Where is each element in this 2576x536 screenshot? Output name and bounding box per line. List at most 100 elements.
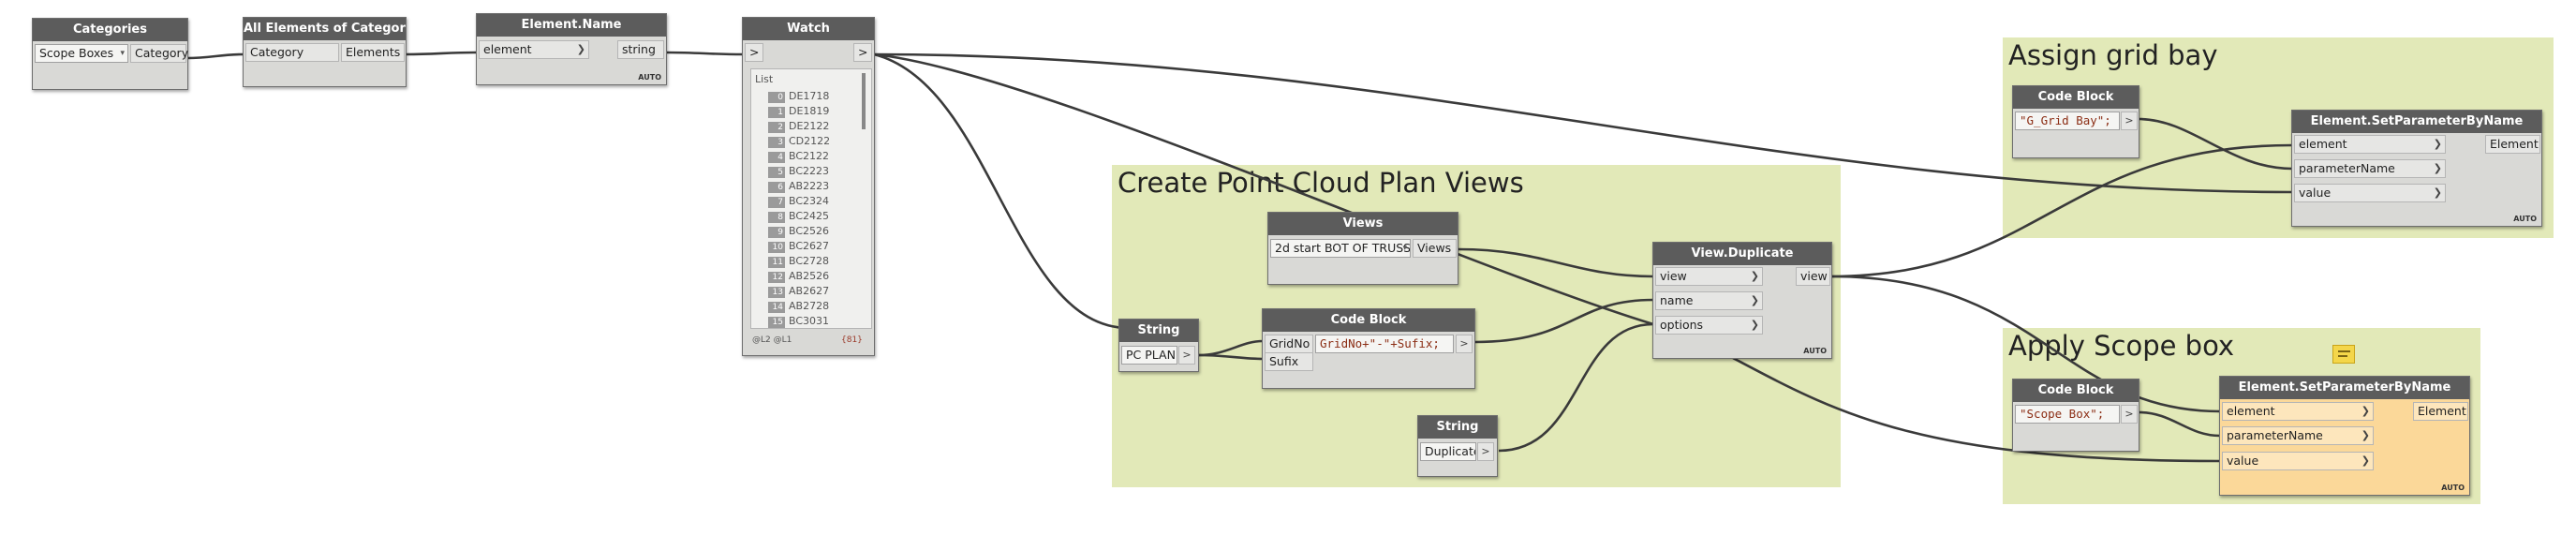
port-label: Category — [135, 46, 189, 60]
input-port-parameter-name[interactable]: parameterName ❯ — [2294, 159, 2446, 178]
input-port-value[interactable]: value ❯ — [2222, 452, 2374, 470]
all-elements-of-category-node[interactable]: All Elements of Category Category Elemen… — [243, 17, 407, 87]
chevron-right-icon: ❯ — [2433, 138, 2442, 150]
views-dropdown-value: 2d start BOT OF TRUSS — [1275, 241, 1411, 255]
group-title: Assign grid bay — [2008, 39, 2218, 71]
input-port-gridno[interactable]: GridNo — [1265, 335, 1313, 353]
string-pc-plan-node[interactable]: String PC PLAN > — [1118, 319, 1199, 372]
port-label: view — [1660, 269, 1687, 283]
watch-list-label: List — [755, 73, 774, 85]
port-label: GridNo — [1269, 336, 1310, 350]
code-block-scope-box-node[interactable]: Code Block "Scope Box"; > — [2012, 379, 2139, 452]
set-parameter-by-name-node-bottom[interactable]: Element.SetParameterByName element ❯ par… — [2219, 376, 2470, 496]
input-port-element[interactable]: element ❯ — [2222, 402, 2374, 421]
group-title: Apply Scope box — [2008, 330, 2235, 362]
watch-levels: @L2 @L1 — [752, 335, 792, 345]
chevron-right-icon: ❯ — [1750, 294, 1759, 306]
lacing-indicator: AUTO — [2513, 215, 2537, 223]
code-block-gridno-node[interactable]: Code Block GridNo Sufix GridNo+"-"+Sufix… — [1262, 308, 1475, 389]
view-duplicate-node[interactable]: View.Duplicate view ❯ name ❯ options ❯ v… — [1652, 242, 1832, 359]
views-dropdown[interactable]: 2d start BOT OF TRUSS ▾ — [1270, 239, 1411, 258]
output-port-element[interactable]: Element — [2485, 135, 2540, 154]
node-title: String — [1119, 320, 1198, 342]
node-title: String — [1418, 416, 1497, 439]
code-block-grid-bay-node[interactable]: Code Block "G_Grid Bay"; > — [2012, 85, 2139, 158]
port-label: Element — [2418, 404, 2466, 418]
output-port[interactable]: > — [1456, 335, 1473, 353]
chevron-down-icon: ▾ — [1402, 244, 1407, 253]
port-label: Views — [1417, 241, 1452, 255]
string-value: PC PLAN — [1126, 348, 1176, 362]
port-label: element — [2227, 404, 2275, 418]
input-port-options[interactable]: options ❯ — [1655, 316, 1763, 335]
code-editor[interactable]: GridNo+"-"+Sufix; — [1315, 335, 1454, 353]
input-port-name[interactable]: name ❯ — [1655, 291, 1763, 310]
code-editor[interactable]: "G_Grid Bay"; — [2015, 112, 2120, 130]
port-label: Category — [250, 45, 304, 59]
chevron-right-icon: ❯ — [2433, 162, 2442, 174]
output-port[interactable]: > — [2121, 405, 2138, 424]
string-input[interactable]: Duplicate — [1420, 442, 1476, 461]
port-label: value — [2299, 186, 2332, 200]
category-dropdown[interactable]: Scope Boxes ▾ — [35, 44, 128, 63]
node-title: All Elements of Category — [244, 18, 406, 40]
output-port[interactable]: > — [1477, 442, 1494, 461]
output-port-category[interactable]: Category — [130, 44, 189, 63]
input-port-parameter-name[interactable]: parameterName ❯ — [2222, 426, 2374, 445]
chevron-right-icon: ❯ — [2361, 454, 2370, 467]
input-port-category[interactable]: Category — [245, 43, 339, 62]
views-node[interactable]: Views 2d start BOT OF TRUSS ▾ Views — [1267, 212, 1458, 285]
categories-node[interactable]: Categories Scope Boxes ▾ Category — [32, 18, 188, 90]
port-label: > — [858, 45, 868, 59]
node-title: Element.Name — [477, 14, 666, 37]
output-port-watch[interactable]: > — [853, 43, 872, 62]
input-port-element[interactable]: element ❯ — [479, 40, 589, 59]
node-title: Code Block — [2013, 380, 2139, 402]
input-port-view[interactable]: view ❯ — [1655, 267, 1763, 286]
wire-categories-to-all-elements — [186, 52, 244, 60]
output-port-views[interactable]: Views — [1413, 239, 1457, 258]
code-editor[interactable]: "Scope Box"; — [2015, 405, 2120, 424]
port-label: element — [483, 42, 532, 56]
output-port-element[interactable]: Element — [2413, 402, 2468, 421]
category-dropdown-value: Scope Boxes — [39, 46, 114, 60]
comment-icon[interactable] — [2332, 345, 2355, 364]
input-port-value[interactable]: value ❯ — [2294, 184, 2446, 202]
scrollbar[interactable] — [862, 73, 866, 129]
string-input[interactable]: PC PLAN — [1121, 346, 1177, 365]
output-port-view[interactable]: view — [1796, 267, 1830, 286]
chevron-right-icon: ❯ — [576, 43, 585, 55]
code-text: GridNo+"-"+Sufix; — [1320, 336, 1440, 350]
code-text: "G_Grid Bay"; — [2020, 113, 2111, 127]
output-port-string[interactable]: string — [617, 40, 664, 59]
lacing-indicator: AUTO — [638, 73, 661, 82]
watch-count: {81} — [841, 335, 863, 345]
chevron-right-icon: ❯ — [2361, 429, 2370, 441]
set-parameter-by-name-node-top[interactable]: Element.SetParameterByName element ❯ par… — [2291, 110, 2542, 227]
output-port-elements[interactable]: Elements — [341, 43, 405, 62]
port-label: parameterName — [2227, 428, 2323, 442]
port-label: > — [749, 45, 760, 59]
string-duplicate-node[interactable]: String Duplicate > — [1417, 415, 1498, 477]
input-port-sufix[interactable]: Sufix — [1265, 352, 1313, 371]
output-port[interactable]: > — [1178, 346, 1195, 365]
input-port-element[interactable]: element ❯ — [2294, 135, 2446, 154]
node-title: Views — [1268, 213, 1458, 235]
input-port-watch[interactable]: > — [745, 43, 763, 62]
output-port[interactable]: > — [2121, 112, 2138, 130]
element-name-node[interactable]: Element.Name element ❯ string AUTO — [476, 13, 667, 85]
